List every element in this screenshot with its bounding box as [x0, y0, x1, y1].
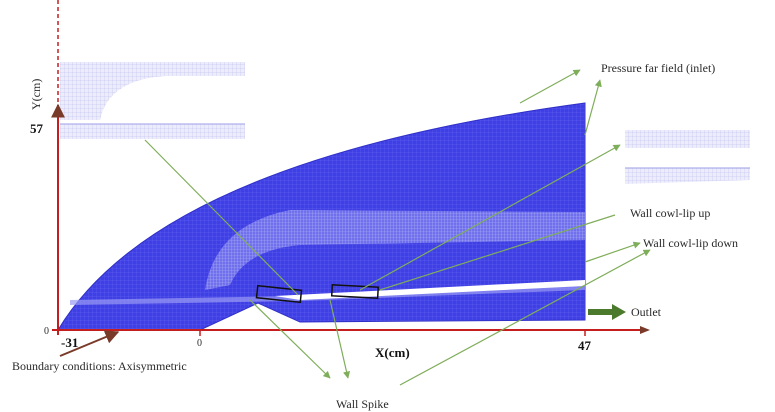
- cowl-lip-highlight: [330, 284, 380, 299]
- inset-zoom-left: [60, 62, 245, 139]
- outlet-arrow-head: [612, 304, 626, 320]
- inset-zoom-right: [625, 130, 750, 184]
- label-wall-cowl-lip-up: Wall cowl-lip up: [630, 206, 710, 220]
- x-tick-min: -31: [61, 335, 78, 350]
- y-axis-label: Y(cm): [29, 79, 43, 110]
- boundary-arrow: [59, 330, 120, 357]
- mesh-fan-region: [205, 210, 585, 290]
- cowl-lip-gap: [275, 280, 585, 300]
- label-boundary-conditions: Boundary conditions: Axisymmetric: [12, 359, 187, 373]
- x-tick-max: 47: [578, 338, 592, 353]
- wall-spike-highlight: [255, 284, 303, 304]
- label-outlet: Outlet: [631, 305, 662, 319]
- leader-lines: [144, 69, 651, 386]
- label-wall-cowl-lip-down: Wall cowl-lip down: [643, 236, 738, 250]
- x-axis-arrow: [640, 326, 650, 334]
- label-pressure-far-field: Pressure far field (inlet): [601, 61, 715, 75]
- y-tick-zero: 0: [44, 326, 49, 337]
- x-tick-zero: 0: [197, 338, 202, 349]
- label-wall-spike: Wall Spike: [336, 397, 389, 411]
- x-axis-label: X(cm): [375, 345, 410, 360]
- y-tick-max: 57: [30, 121, 44, 136]
